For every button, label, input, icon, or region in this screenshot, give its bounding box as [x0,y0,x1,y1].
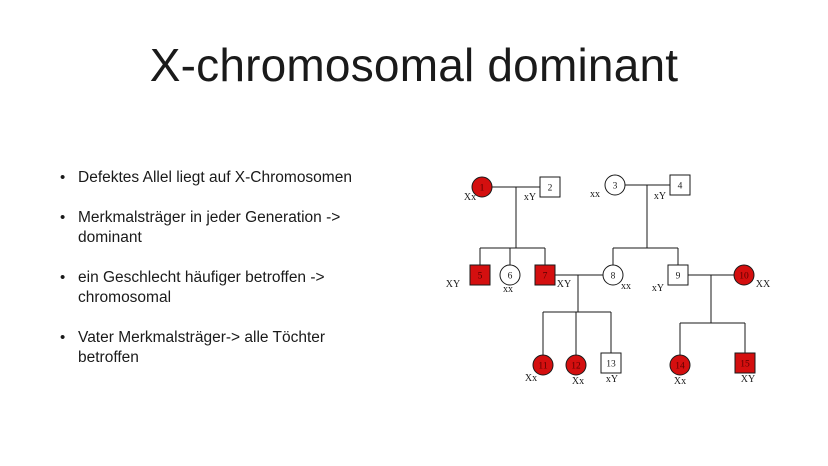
individual-number: 5 [478,272,483,282]
slide-title: X-chromosomal dominant [149,39,679,91]
genotype-label: Xx [572,376,584,387]
pedigree-individual-9: 9 xY [652,264,689,294]
individual-number: 3 [613,182,618,192]
genotype-label: xY [652,283,664,294]
pedigree-individual-8: 8 xx [602,264,631,292]
pedigree-individual-6: 6 xx [499,264,521,295]
pedigree-individual-3: 3 xx [590,174,626,200]
genotype-label: Xx [464,192,476,203]
male-square-symbol [669,174,691,196]
female-circle-symbol [499,264,521,286]
pedigree-diagram: 1Xx2xY3xx4xY5XY6xx7XY8xx9xY10XX11Xx12Xx1… [446,174,771,387]
genotype-label: XY [557,279,571,290]
individual-number: 8 [611,272,616,282]
male-square-symbol [667,264,689,286]
individual-number: 2 [548,184,553,194]
genotype-label: Xx [525,373,537,384]
male-square-symbol [539,176,561,198]
individual-number: 6 [508,272,513,282]
genotype-label: xY [654,191,666,202]
female-circle-symbol [565,354,587,376]
individual-number: 4 [678,182,683,192]
individual-number: 7 [543,272,548,282]
genotype-label: xx [590,189,600,200]
bullet-item: Defektes Allel liegt auf X-Chromosomen [58,168,388,188]
pedigree-individual-5: 5XY [446,264,491,290]
individual-number: 10 [739,272,749,282]
male-square-symbol [534,264,556,286]
bullet-item: Vater Merkmalsträger-> alle Töchter betr… [58,328,388,368]
individual-number: 13 [606,360,616,370]
genotype-label: xx [503,284,513,295]
male-square-symbol [734,352,756,374]
genotype-label: Xx [674,376,686,387]
pedigree-individual-2: 2 xY [524,176,561,203]
individual-number: 9 [676,272,681,282]
female-circle-symbol [532,354,554,376]
pedigree-individual-13: 13 xY [600,352,622,385]
pedigree-individual-4: 4 xY [654,174,691,202]
female-circle-symbol [733,264,755,286]
genotype-label: xY [606,374,618,385]
bullet-item: Merkmalsträger in jeder Generation -> do… [58,208,388,248]
pedigree-individual-1: 1Xx [464,176,493,203]
genotype-label: XY [446,279,460,290]
bullet-list: Defektes Allel liegt auf X-Chromosomen M… [58,168,388,388]
individual-number: 14 [675,362,685,372]
female-circle-symbol [471,176,493,198]
individual-number: 11 [538,362,547,372]
female-circle-symbol [602,264,624,286]
pedigree-individual-7: 7XY [534,264,571,290]
genotype-label: xY [524,192,536,203]
female-circle-symbol [669,354,691,376]
individual-number: 15 [740,360,750,370]
male-square-symbol [600,352,622,374]
bullet-item: ein Geschlecht häufiger betroffen -> chr… [58,268,388,308]
genotype-label: xx [621,281,631,292]
male-square-symbol [469,264,491,286]
individual-number: 12 [571,362,581,372]
genotype-label: XX [756,279,771,290]
female-circle-symbol [604,174,626,196]
genotype-label: XY [741,374,755,385]
individual-number: 1 [480,184,485,194]
